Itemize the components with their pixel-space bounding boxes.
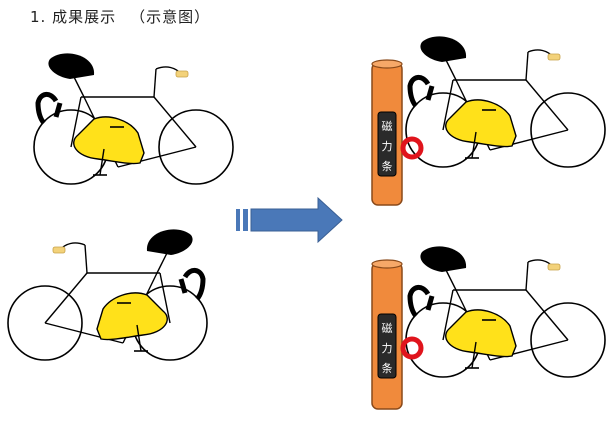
- caption-title: 成果展示: [52, 8, 117, 26]
- bicycle-bottom-left: [8, 229, 207, 360]
- caption-note: （示意图）: [130, 8, 211, 26]
- magnet-label-3: 条: [382, 361, 393, 375]
- caption: 1. 成果展示 （示意图）: [30, 6, 210, 27]
- magnet-label-3: 条: [382, 159, 393, 173]
- bicycle-top-right: [406, 36, 605, 167]
- magnet-label-2: 力: [382, 342, 393, 355]
- magnet-pillar-bottom: 磁 力 条: [371, 259, 424, 410]
- magnet-label-1: 磁: [382, 322, 393, 335]
- bicycle-top-left: [34, 53, 233, 184]
- magnet-ring: [400, 136, 424, 160]
- magnet-ring: [400, 336, 424, 360]
- caption-number: 1.: [30, 8, 47, 26]
- magnet-pillar-top: 磁 力 条: [371, 59, 424, 206]
- magnet-label-1: 磁: [382, 120, 393, 133]
- bicycle-top-right-lower: [406, 246, 605, 377]
- arrow-right-icon: [236, 196, 343, 244]
- magnet-label-2: 力: [382, 140, 393, 153]
